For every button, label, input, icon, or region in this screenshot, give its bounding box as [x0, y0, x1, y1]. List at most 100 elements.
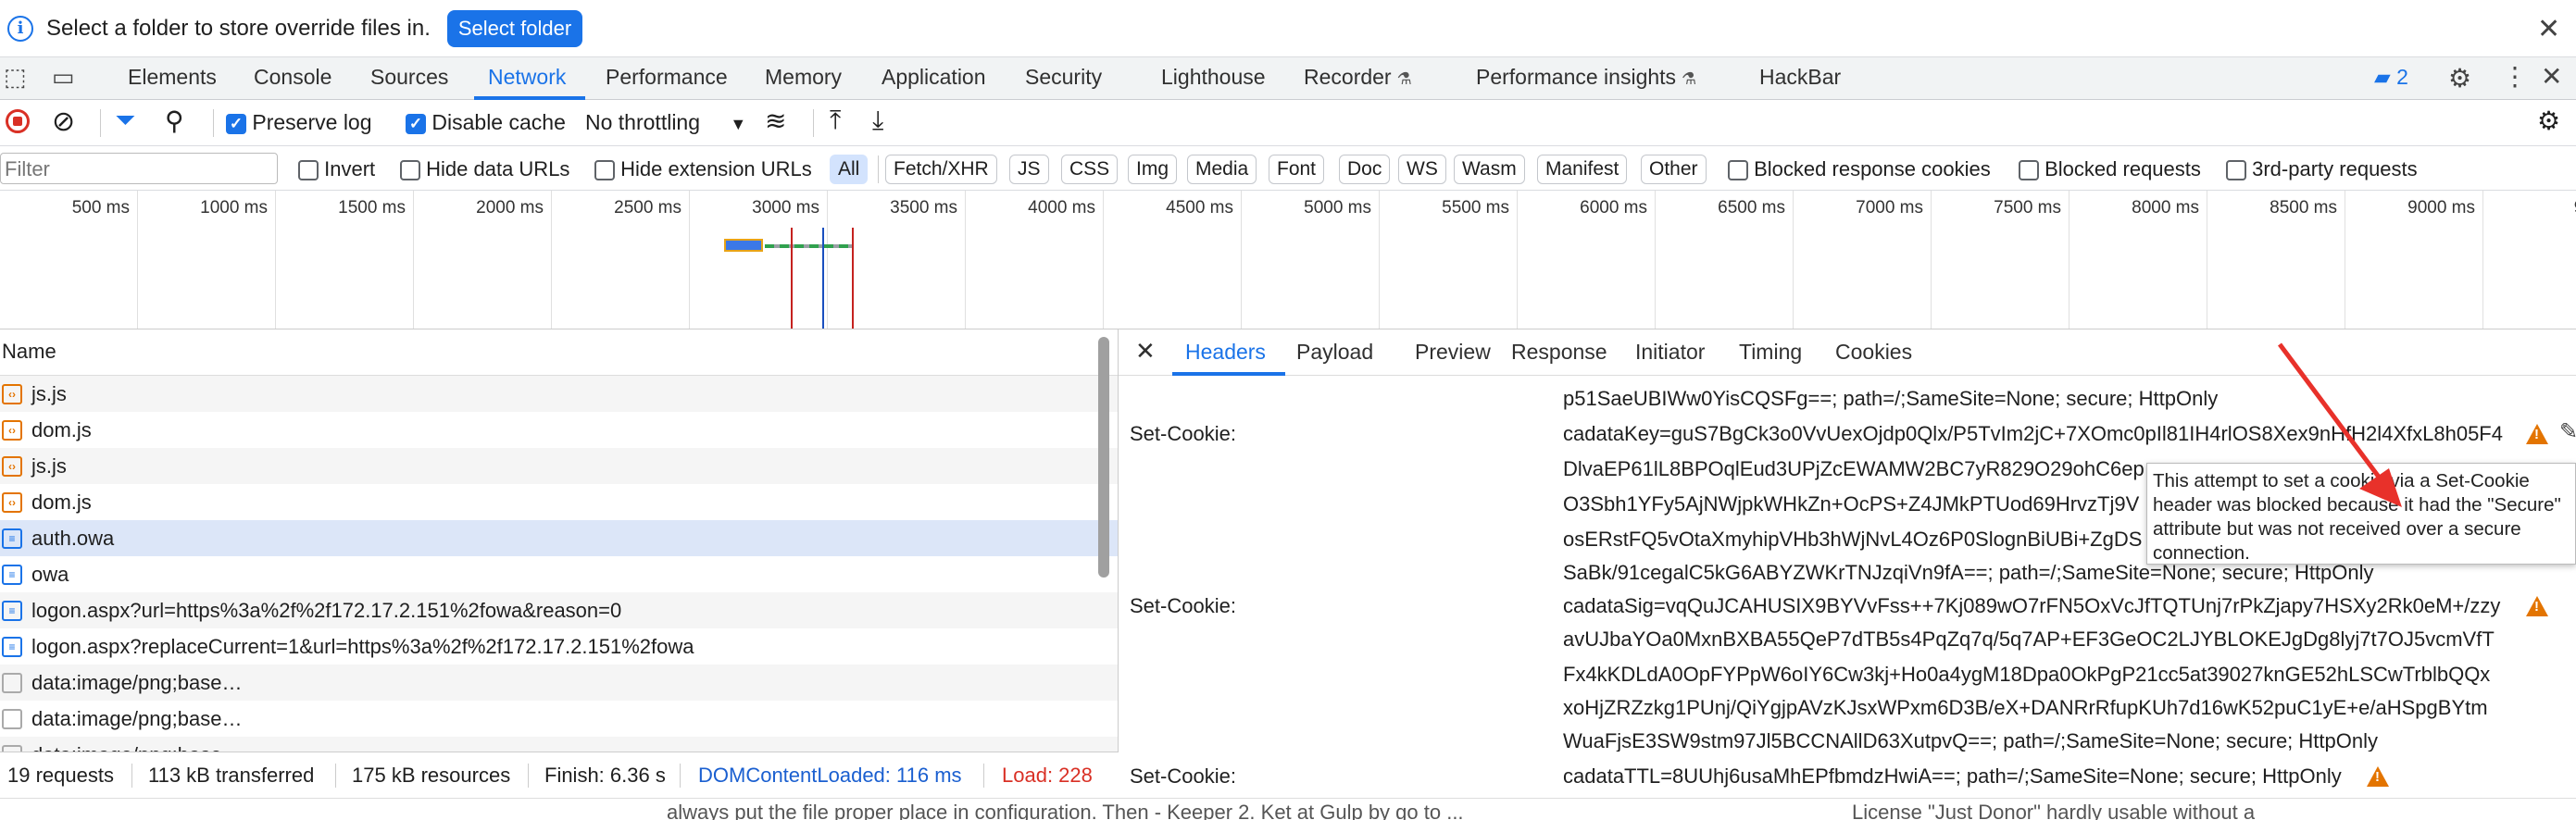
filter-chip-media[interactable]: Media: [1187, 155, 1257, 184]
tab-performance-insights-label: Performance insights: [1476, 65, 1677, 89]
details-tabs: ✕ Headers Payload Preview Response Initi…: [1119, 329, 2576, 376]
request-row[interactable]: ‹›js.js: [0, 376, 1118, 412]
tab-network[interactable]: Network: [488, 65, 567, 89]
tab-performance[interactable]: Performance: [606, 65, 728, 89]
image-file-icon: [2, 744, 22, 752]
hide-data-urls-checkbox[interactable]: Hide data URLs: [400, 157, 569, 181]
third-party-requests-checkbox[interactable]: 3rd-party requests: [2226, 157, 2418, 181]
filter-chip-manifest[interactable]: Manifest: [1537, 155, 1628, 184]
domcontentloaded-marker: [822, 228, 824, 329]
overview-gridline: [1655, 191, 1656, 329]
filter-chip-img[interactable]: Img: [1128, 155, 1178, 184]
tab-memory[interactable]: Memory: [765, 65, 843, 89]
export-har-icon[interactable]: ⤓: [872, 106, 884, 134]
filter-chip-js[interactable]: JS: [1009, 155, 1049, 184]
import-har-icon[interactable]: ⤒: [830, 106, 842, 134]
status-finish: Finish: 6.36 s: [544, 764, 666, 787]
request-row[interactable]: ≡auth.owa: [0, 520, 1118, 556]
request-list-scrollbar[interactable]: [1098, 337, 1109, 578]
overview-tick-label: 4500 ms: [1166, 198, 1233, 217]
filter-chip-other[interactable]: Other: [1641, 155, 1707, 184]
disable-cache-checkbox[interactable]: ✓ Disable cache: [406, 110, 566, 135]
tab-headers[interactable]: Headers: [1185, 340, 1266, 364]
request-row[interactable]: ‹›dom.js: [0, 484, 1118, 520]
filter-chip-doc[interactable]: Doc: [1339, 155, 1391, 184]
warning-triangle-icon[interactable]: [2526, 596, 2548, 616]
header-value-line: O3Sbh1YFy5AjNWjpkWHkZn+OcPS+Z4JMkPTUod69…: [1563, 492, 2140, 516]
tab-application[interactable]: Application: [882, 65, 986, 89]
blocked-response-cookies-checkbox[interactable]: Blocked response cookies: [1728, 157, 1991, 181]
device-toolbar-icon[interactable]: ▭: [52, 63, 75, 91]
more-options-icon[interactable]: ⋮: [2502, 62, 2528, 91]
filter-chip-all[interactable]: All: [830, 155, 869, 184]
tab-security[interactable]: Security: [1025, 65, 1103, 89]
network-settings-gear-icon[interactable]: ⚙: [2537, 106, 2561, 135]
request-row[interactable]: data:image/png;base…: [0, 701, 1118, 737]
request-row[interactable]: ‹›js.js: [0, 448, 1118, 484]
hide-extension-urls-checkbox[interactable]: Hide extension URLs: [594, 157, 812, 181]
request-row[interactable]: data:image/png;base…: [0, 665, 1118, 701]
request-row[interactable]: ≡owa: [0, 556, 1118, 592]
search-icon[interactable]: ⚲: [165, 106, 184, 135]
checkbox-unchecked-icon: [298, 160, 319, 181]
tab-payload[interactable]: Payload: [1296, 340, 1374, 364]
tab-elements[interactable]: Elements: [128, 65, 217, 89]
filter-chip-fetch-xhr[interactable]: Fetch/XHR: [885, 155, 997, 184]
warning-triangle-icon[interactable]: [2367, 766, 2389, 787]
blocked-requests-checkbox[interactable]: Blocked requests: [2019, 157, 2201, 181]
close-infobar-icon[interactable]: ✕: [2537, 14, 2561, 44]
preserve-log-checkbox[interactable]: ✓ Preserve log: [226, 110, 372, 135]
status-request-count: 19 requests: [7, 764, 114, 787]
tab-performance-insights[interactable]: Performance insights⚗: [1476, 65, 1696, 90]
header-value-line: avUJbaYOa0MxnBXBA55QeP7dTB5s4PqZq7q/5q7A…: [1563, 627, 2495, 651]
tab-response[interactable]: Response: [1511, 340, 1607, 364]
edit-pencil-icon[interactable]: ✎: [2559, 419, 2576, 444]
checkbox-unchecked-icon: [594, 160, 615, 181]
request-row[interactable]: data:image/png;base…: [0, 737, 1118, 752]
inspect-element-icon[interactable]: ⬚: [4, 63, 27, 91]
script-file-icon: ‹›: [2, 455, 22, 477]
overview-tick-label: 4000 ms: [1028, 198, 1095, 217]
issues-counter[interactable]: ▰ 2: [2374, 65, 2408, 90]
tab-timing[interactable]: Timing: [1739, 340, 1803, 364]
close-devtools-icon[interactable]: ✕: [2541, 62, 2563, 91]
filter-funnel-icon[interactable]: ⏷: [115, 106, 136, 134]
invert-label: Invert: [324, 157, 376, 180]
filter-chip-font[interactable]: Font: [1269, 155, 1325, 184]
tab-hackbar[interactable]: HackBar: [1759, 65, 1842, 89]
request-row[interactable]: ≡logon.aspx?url=https%3a%2f%2f172.17.2.1…: [0, 592, 1118, 628]
tab-lighthouse[interactable]: Lighthouse: [1161, 65, 1266, 89]
infobar-message: Select a folder to store override files …: [46, 15, 431, 41]
select-folder-button[interactable]: Select folder: [446, 9, 583, 47]
tab-recorder[interactable]: Recorder⚗: [1304, 65, 1412, 90]
overview-tick-label: 7500 ms: [1994, 198, 2061, 217]
stop-recording-icon[interactable]: [6, 109, 30, 133]
filter-input[interactable]: Filter: [0, 153, 278, 184]
overview-gridline: [137, 191, 138, 329]
overview-gridline: [1241, 191, 1242, 329]
warning-triangle-icon[interactable]: [2526, 424, 2548, 444]
tab-cookies[interactable]: Cookies: [1835, 340, 1913, 364]
tab-sources[interactable]: Sources: [370, 65, 449, 89]
filter-chip-css[interactable]: CSS: [1061, 155, 1119, 184]
filter-chip-wasm[interactable]: Wasm: [1454, 155, 1525, 184]
invert-checkbox[interactable]: Invert: [298, 157, 375, 181]
close-details-icon[interactable]: ✕: [1135, 337, 1156, 365]
tab-preview[interactable]: Preview: [1415, 340, 1491, 364]
settings-gear-icon[interactable]: ⚙: [2448, 64, 2472, 93]
request-row[interactable]: ‹›dom.js: [0, 412, 1118, 448]
header-value-line: DlvaEP61lL8BPOqlEud3UPjZcEWAMW2BC7yR829O…: [1563, 457, 2145, 480]
issues-count: 2: [2396, 65, 2408, 89]
tab-console[interactable]: Console: [254, 65, 332, 89]
header-value-line: osERstFQ5vOtaXmyhipVHb3hWjNvL4Oz6P0Slogn…: [1563, 528, 2143, 551]
request-row[interactable]: ≡logon.aspx?replaceCurrent=1&url=https%3…: [0, 628, 1118, 665]
throttling-select[interactable]: No throttling ▼: [585, 110, 746, 135]
header-value-line: Fx4kKDLdA0OpFYPpW6oIY6Cw3kj+Ho0a4ygM18Dp…: [1563, 663, 2491, 686]
name-column-header[interactable]: Name: [0, 329, 1118, 376]
clear-icon[interactable]: ⊘: [52, 106, 76, 137]
filter-chip-ws[interactable]: WS: [1398, 155, 1446, 184]
status-load: Load: 228: [1002, 764, 1093, 787]
tab-initiator[interactable]: Initiator: [1635, 340, 1706, 364]
network-conditions-icon[interactable]: ≋: [765, 106, 787, 135]
